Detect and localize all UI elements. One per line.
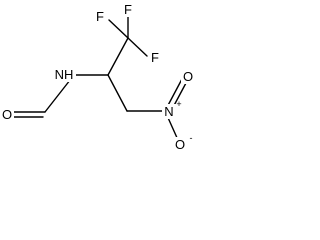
atom-amine-nh: NH xyxy=(53,67,76,82)
atom-f-top: F xyxy=(121,2,135,17)
atom-f-right-label: F xyxy=(151,50,159,65)
atom-nitro-n: N + xyxy=(162,99,182,119)
bond-layer xyxy=(12,14,187,141)
atom-nitro-o-top-backdrop xyxy=(181,69,195,84)
atom-nitro-o-top-label: O xyxy=(183,69,193,84)
atom-nitro-o-top: O xyxy=(181,69,195,84)
atom-nitro-n-charge: + xyxy=(176,99,181,109)
atom-nitro-o-bottom-charge: - xyxy=(190,133,193,143)
atom-f-top-label: F xyxy=(124,2,132,17)
bond-cf3-f-left xyxy=(108,19,129,39)
bond-cf3-f-right xyxy=(127,37,148,57)
atom-f-right: F xyxy=(148,50,162,65)
atom-label-layer: F F F NH O N + O O - xyxy=(1,2,195,152)
atom-f-left: F xyxy=(93,9,107,24)
atom-carbonyl-o: O xyxy=(1,107,14,122)
atom-f-left-backdrop xyxy=(93,9,107,24)
bond-cf3-ch xyxy=(107,37,129,76)
atom-carbonyl-o-label: O xyxy=(2,107,12,122)
atom-nitro-o-bottom: O - xyxy=(173,133,193,152)
bond-ch-ch2 xyxy=(107,74,128,112)
atom-nitro-o-bottom-backdrop xyxy=(173,137,187,152)
atom-carbonyl-o-backdrop xyxy=(1,107,14,122)
atom-nitro-n-label: N xyxy=(164,104,173,119)
atom-amine-nh-label: NH xyxy=(55,67,74,82)
atom-amine-nh-backdrop xyxy=(53,67,76,82)
atom-f-right-backdrop xyxy=(148,50,162,65)
atom-nitro-n-backdrop xyxy=(162,104,176,119)
atom-f-left-label: F xyxy=(96,9,104,24)
structure-diagram: F F F NH O N + O O - xyxy=(1,2,195,152)
atom-nitro-o-bottom-label: O xyxy=(175,137,185,152)
atom-f-top-backdrop xyxy=(121,2,135,17)
